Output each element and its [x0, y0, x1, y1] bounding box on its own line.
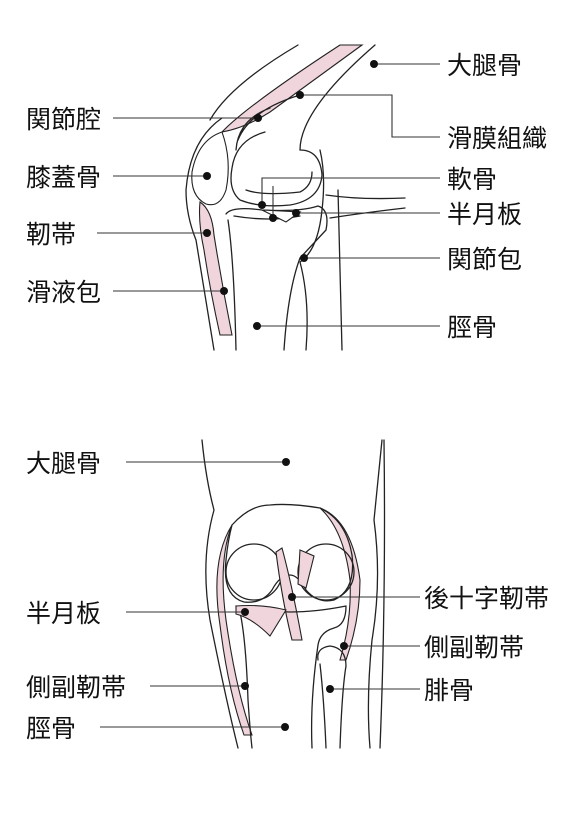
- joint-capsule-outline: [299, 149, 406, 263]
- label-fibula: 腓骨: [424, 676, 474, 705]
- anterior-cruciate-ligament: [297, 549, 315, 589]
- label-medial-collateral: 側副靭帯: [26, 673, 126, 702]
- label-joint-capsule: 関節包: [447, 245, 522, 274]
- label-cartilage: 軟骨: [447, 165, 497, 194]
- label-ligament: 靭帯: [26, 220, 76, 249]
- patella-shape: [191, 131, 229, 206]
- label-joint-cavity: 関節腔: [26, 105, 101, 134]
- label-lateral-collateral: 側副靭帯: [424, 633, 524, 662]
- lateral-condyle: [297, 543, 355, 601]
- label-meniscus-side: 半月板: [447, 200, 522, 229]
- label-tibia-side: 脛骨: [447, 313, 497, 342]
- leg-outline: [201, 439, 383, 749]
- front-view-illustration: [100, 439, 420, 749]
- label-bursa: 滑液包: [26, 278, 101, 307]
- label-femur-front: 大腿骨: [26, 449, 101, 478]
- synovial-tissue-band: [220, 44, 364, 133]
- side-view-illustration: [97, 44, 440, 351]
- lateral-collateral-tissue: [319, 507, 361, 661]
- label-pcl: 後十字靭帯: [424, 584, 549, 613]
- skin-front: [185, 117, 223, 351]
- posterior-cruciate-ligament: [275, 547, 303, 641]
- fibula-outline: [317, 645, 347, 749]
- femoral-condyle: [230, 131, 323, 207]
- label-tibia-front: 脛骨: [26, 714, 76, 743]
- femur-outline: [209, 44, 376, 151]
- femur-front-outline: [224, 503, 354, 603]
- patellar-ligament: [198, 201, 233, 336]
- label-patella: 膝蓋骨: [26, 163, 101, 192]
- label-synovial-tissue: 滑膜組織: [447, 124, 547, 153]
- medial-collateral-tissue: [216, 524, 253, 736]
- label-femur-side: 大腿骨: [447, 51, 522, 80]
- tibia-front-outline: [235, 605, 347, 749]
- tibia-outline: [225, 205, 328, 351]
- medial-condyle: [225, 543, 283, 601]
- label-meniscus-front: 半月板: [26, 599, 101, 628]
